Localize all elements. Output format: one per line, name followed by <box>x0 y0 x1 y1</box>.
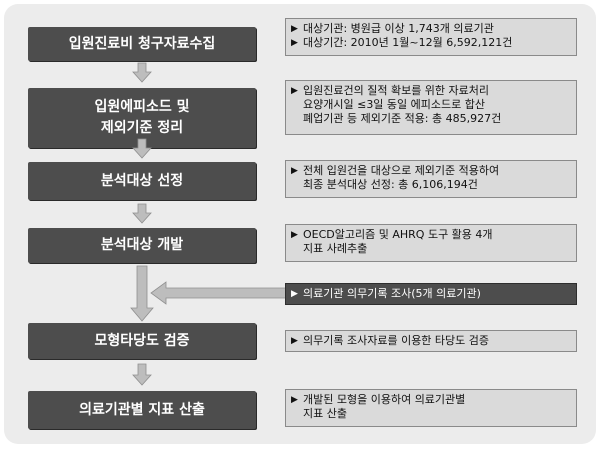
step-label: 모형타당도 검증 <box>94 332 190 349</box>
step-episode-exclusion: 입원에피소드 및 제외기준 정리 <box>28 88 256 148</box>
note-line-continuation: 지표 사례추출 <box>303 242 368 255</box>
note-line: ▶OECD알고리즘 및 AHRQ 도구 활용 4개 <box>291 228 493 241</box>
step-label: 분석대상 개발 <box>100 237 184 253</box>
note-line: ▶입원진료건의 질적 확보를 위한 자료처리 <box>291 84 490 97</box>
note-line: ▶의료기관 의무기록 조사(5개 의료기관) <box>291 287 481 300</box>
down-arrow-2 <box>132 138 152 159</box>
note-oecd-ahrq-indicators: ▶OECD알고리즘 및 AHRQ 도구 활용 4개 지표 사례추출 <box>285 224 577 262</box>
note-target-institutions-period: ▶대상기관: 병원급 이상 1,743개 의료기관 ▶대상기간: 2010년 1… <box>285 18 577 56</box>
step-hospital-indicator-calculation: 의료기관별 지표 산출 <box>28 391 256 429</box>
step-label: 분석대상 선정 <box>100 172 184 189</box>
down-arrow-long <box>130 265 154 322</box>
note-line-continuation: 최종 분석대상 선정: 총 6,106,194건 <box>303 178 478 191</box>
bullet-icon: ▶ <box>291 395 298 405</box>
step-label-line-1: 입원에피소드 및 <box>94 99 190 115</box>
down-arrow-5 <box>132 363 152 386</box>
bullet-icon: ▶ <box>291 38 298 48</box>
step-label-line-2: 제외기준 정리 <box>100 120 184 136</box>
bullet-icon: ▶ <box>291 336 298 346</box>
step-label: 입원진료비 청구자료수집 <box>68 35 216 52</box>
note-line-continuation: 요양개시일 ≤3일 동일 에피소드로 합산 <box>303 98 486 111</box>
step-model-validity-verification: 모형타당도 검증 <box>28 323 256 359</box>
note-line: ▶의무기록 조사자료를 이용한 타당도 검증 <box>291 334 490 347</box>
note-medical-record-survey: ▶의료기관 의무기록 조사(5개 의료기관) <box>285 283 577 305</box>
note-line-continuation: 지표 산출 <box>303 407 347 420</box>
note-line-continuation: 폐업기관 등 제외기준 적용: 총 485,927건 <box>303 112 502 125</box>
step-label: 의료기관별 지표 산출 <box>79 401 205 418</box>
bullet-icon: ▶ <box>291 86 298 96</box>
step-analysis-target-selection: 분석대상 선정 <box>28 162 256 200</box>
down-arrow-1 <box>132 62 152 83</box>
note-line: ▶개발된 모형을 이용하여 의료기관별 <box>291 393 466 406</box>
bullet-icon: ▶ <box>291 289 298 299</box>
bullet-icon: ▶ <box>291 24 298 34</box>
step-claims-data-collection: 입원진료비 청구자료수집 <box>28 27 256 61</box>
note-validity-verification: ▶의무기록 조사자료를 이용한 타당도 검증 <box>285 330 577 352</box>
bullet-icon: ▶ <box>291 166 298 176</box>
note-final-analysis-target: ▶전체 입원건을 대상으로 제외기준 적용하여 최종 분석대상 선정: 총 6,… <box>285 160 577 198</box>
down-arrow-3 <box>132 203 152 224</box>
note-hospital-indicator-calculation: ▶개발된 모형을 이용하여 의료기관별 지표 산출 <box>285 389 577 427</box>
left-arrow-record-survey <box>150 281 288 305</box>
note-line: ▶전체 입원건을 대상으로 제외기준 적용하여 <box>291 164 500 177</box>
note-line: ▶대상기간: 2010년 1월~12월 6,592,121건 <box>291 36 513 49</box>
note-data-processing-exclusion: ▶입원진료건의 질적 확보를 위한 자료처리 요양개시일 ≤3일 동일 에피소드… <box>285 80 577 135</box>
note-line: ▶대상기관: 병원급 이상 1,743개 의료기관 <box>291 22 494 35</box>
bullet-icon: ▶ <box>291 230 298 240</box>
step-analysis-target-development: 분석대상 개발 <box>28 228 256 263</box>
